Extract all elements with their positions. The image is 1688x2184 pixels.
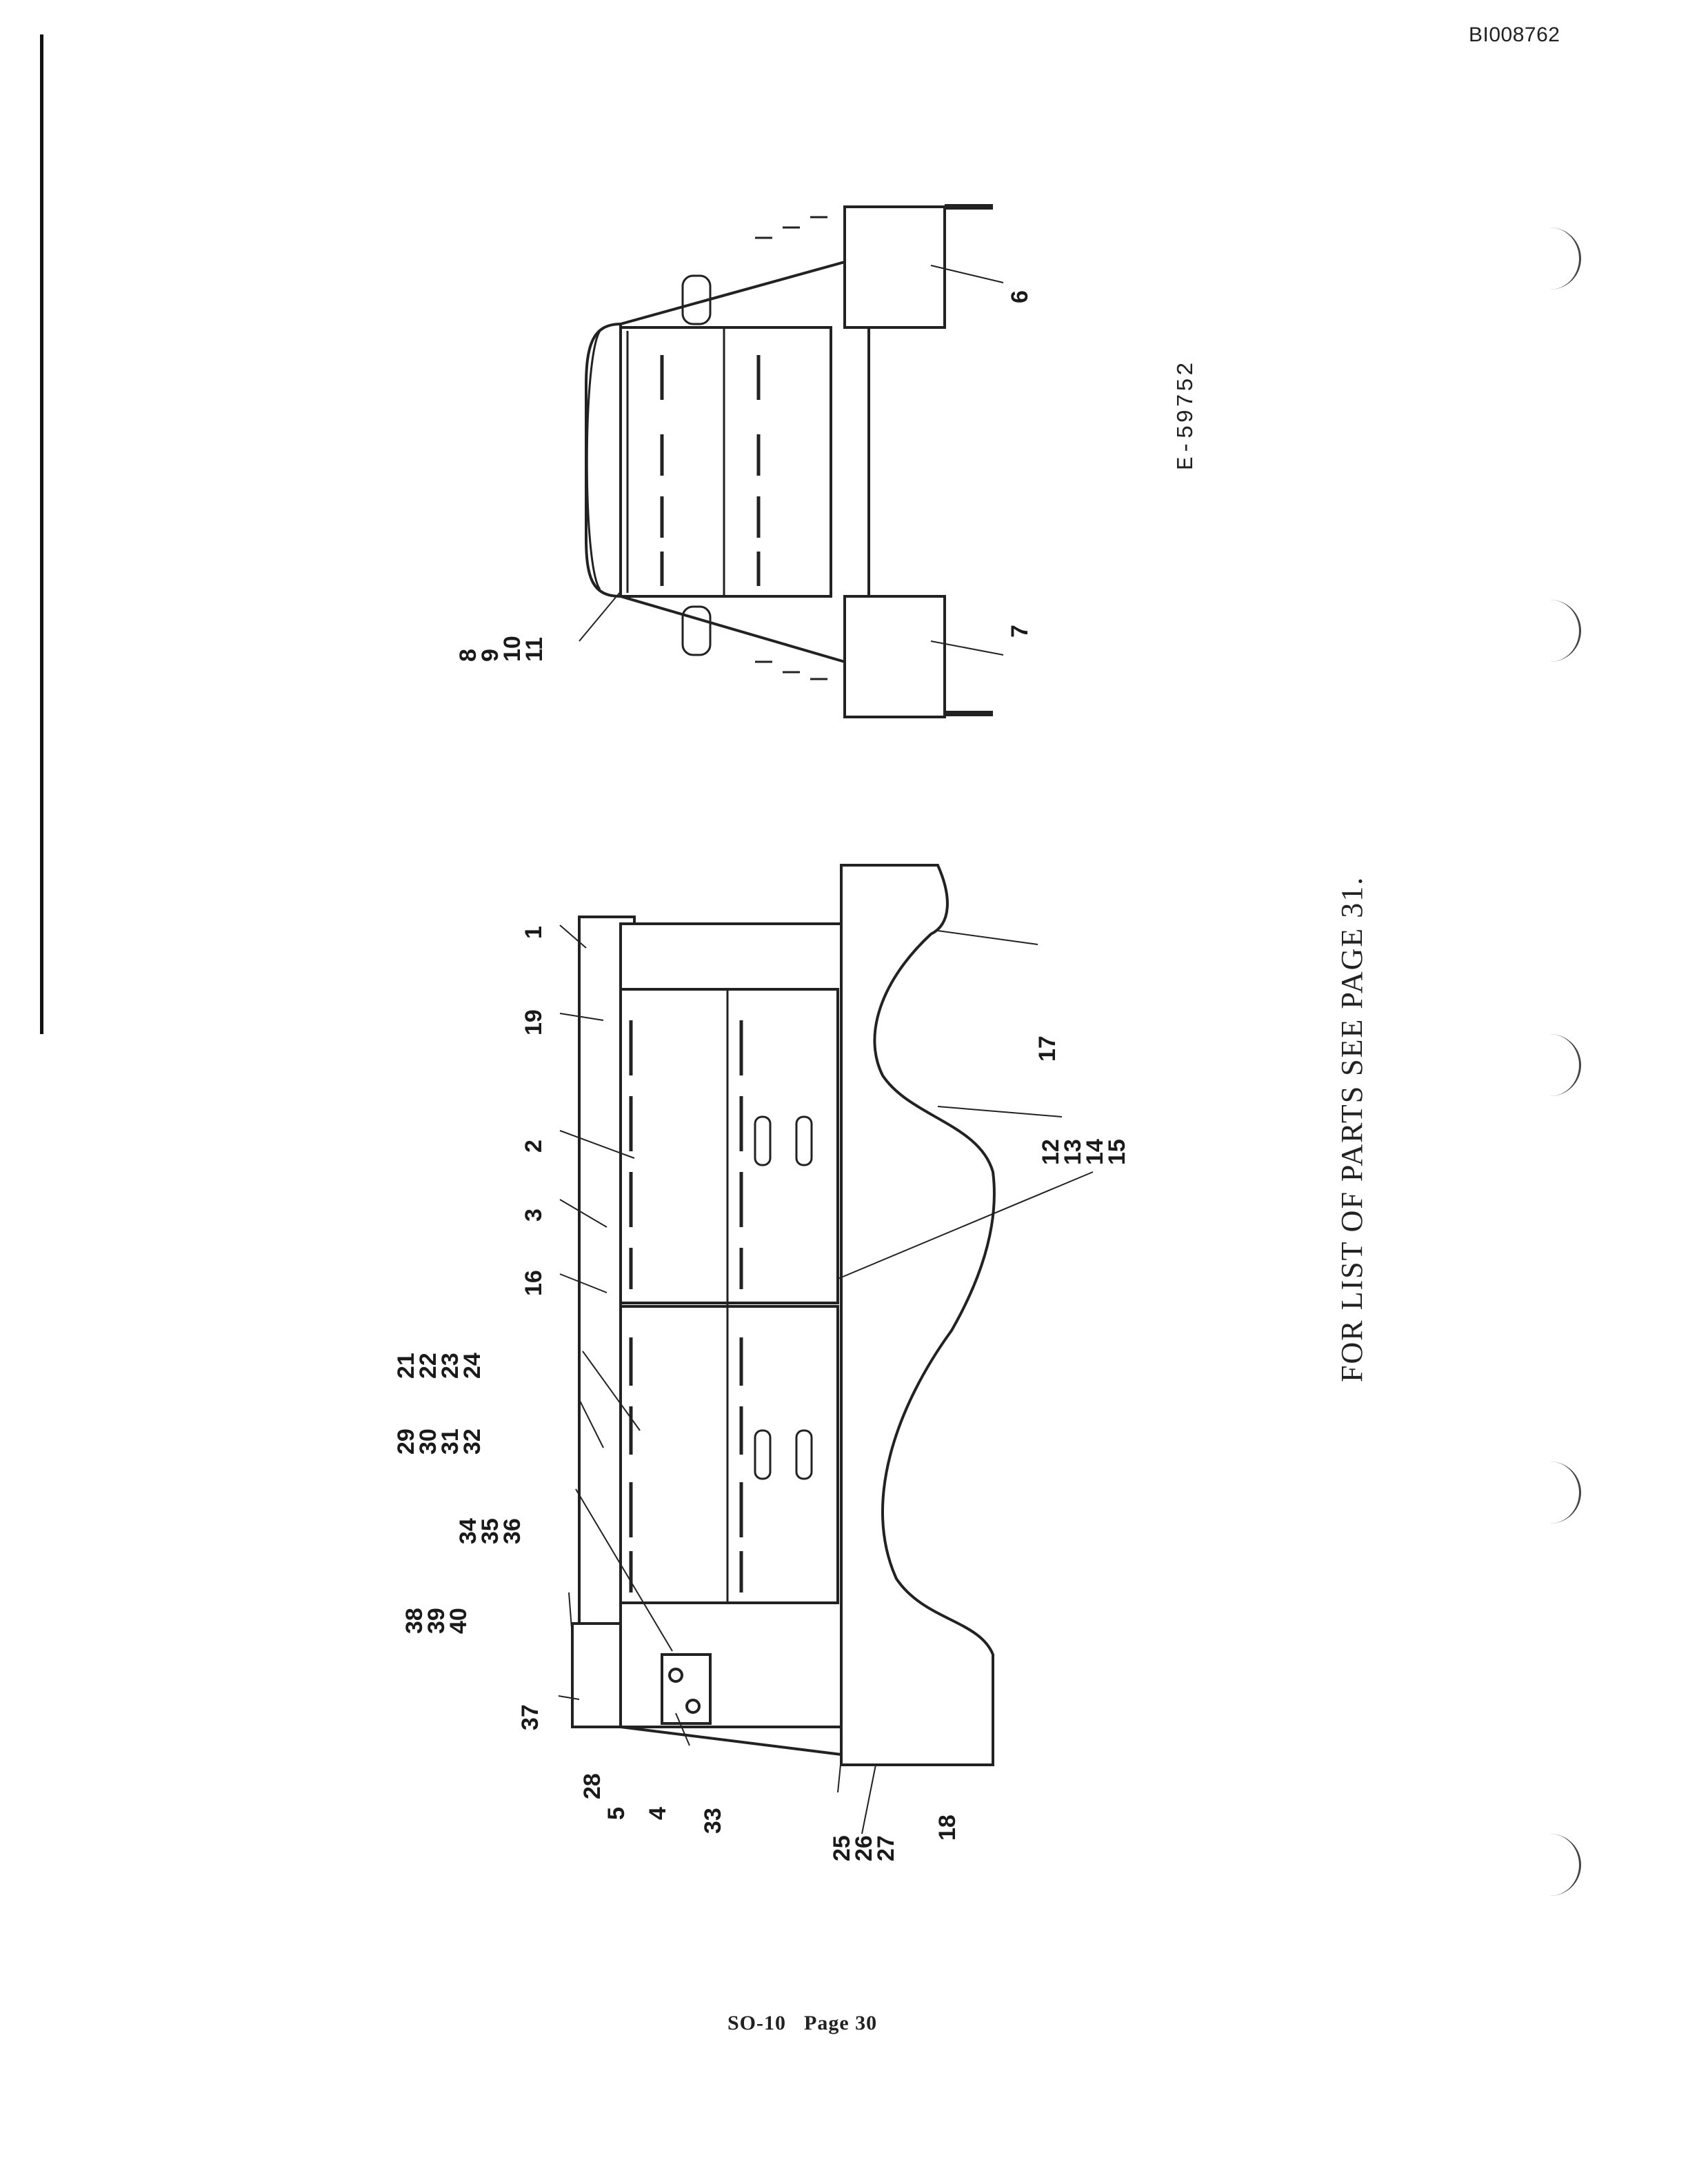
end-view-ladders [755,216,827,680]
document-id: BI008762 [1469,23,1560,46]
side-view-handle-3 [754,1429,772,1480]
callout-34: 34 [455,1518,481,1544]
callout-31: 31 [437,1428,463,1455]
end-view-body [619,260,870,664]
punch-hole-3 [1538,1034,1581,1096]
leader-lines [558,265,1094,1834]
end-view-door-frame [619,326,832,598]
callout-12: 12 [1038,1139,1064,1165]
callout-27: 27 [873,1835,899,1861]
side-view-louvers [629,1020,743,1593]
page-footer: SO-10 Page 30 [727,2012,877,2035]
callout-30: 30 [415,1428,441,1455]
footer-page: Page 30 [804,2012,878,2034]
callout-28: 28 [579,1773,605,1799]
callout-26: 26 [851,1835,877,1861]
callout-2: 2 [521,1140,547,1153]
callout-36: 36 [499,1518,525,1544]
end-view-step-bottom [843,595,946,718]
callout-11: 11 [521,637,547,662]
footer-doc: SO-10 [727,2012,787,2034]
callout-15: 15 [1104,1139,1130,1165]
punch-hole-4 [1538,1462,1581,1524]
callout-32: 32 [459,1428,485,1455]
callout-1: 1 [521,926,547,939]
callout-24: 24 [459,1353,485,1379]
callout-16: 16 [521,1270,547,1296]
callout-6: 6 [1007,290,1033,303]
callout-21: 21 [393,1353,419,1379]
callout-9: 9 [477,649,503,662]
callout-38: 38 [401,1608,428,1634]
callout-29: 29 [393,1428,419,1455]
end-view-handle-bottom [681,605,712,656]
binding-line [40,34,43,1034]
callout-18: 18 [934,1814,961,1841]
side-view-plate [661,1653,712,1725]
callout-35: 35 [477,1518,503,1544]
callout-14: 14 [1082,1139,1108,1165]
callout-23: 23 [437,1353,463,1379]
callout-3: 3 [521,1209,547,1222]
callout-39: 39 [423,1608,450,1634]
callout-13: 13 [1060,1139,1086,1165]
callout-25: 25 [829,1835,855,1861]
callout-5: 5 [603,1807,630,1820]
punch-hole-5 [1538,1834,1581,1896]
side-view-chassis-fender [840,864,996,1766]
side-view-plate-hole-1 [668,1668,683,1683]
end-view [585,204,993,718]
parts-list-note: FOR LIST OF PARTS SEE PAGE 31. [1335,876,1369,1382]
punch-hole-2 [1538,600,1581,662]
callout-8: 8 [455,649,481,662]
end-view-roof-inner [585,330,601,590]
end-view-step-top [843,205,946,329]
callout-17: 17 [1034,1035,1061,1062]
callout-labels: 1 19 2 3 16 21 22 23 24 29 30 31 32 34 3… [393,290,1130,1861]
side-view-door-panel-top [619,988,839,1304]
callout-22: 22 [415,1353,441,1379]
callout-10: 10 [499,636,525,662]
side-view-plate-hole-2 [685,1699,701,1714]
side-view-handle-4 [795,1429,813,1480]
side-view [571,864,996,1766]
callout-7: 7 [1007,625,1033,638]
side-view-rear-block [571,1622,622,1728]
callout-19: 19 [521,1009,547,1035]
side-view-handle-2 [795,1115,813,1166]
callout-33: 33 [700,1808,726,1834]
side-view-door-panel-bottom [619,1305,839,1604]
side-view-handle-1 [754,1115,772,1166]
callout-4: 4 [645,1807,671,1820]
punch-hole-1 [1538,228,1581,290]
side-view-body-top [619,922,843,1728]
drawing-number: E-59752 [1174,360,1199,470]
callout-40: 40 [445,1608,472,1634]
end-view-handle-top [681,274,712,325]
end-view-louvers [660,355,761,586]
callout-37: 37 [517,1704,543,1730]
side-view-rear-taper [620,1726,842,1756]
